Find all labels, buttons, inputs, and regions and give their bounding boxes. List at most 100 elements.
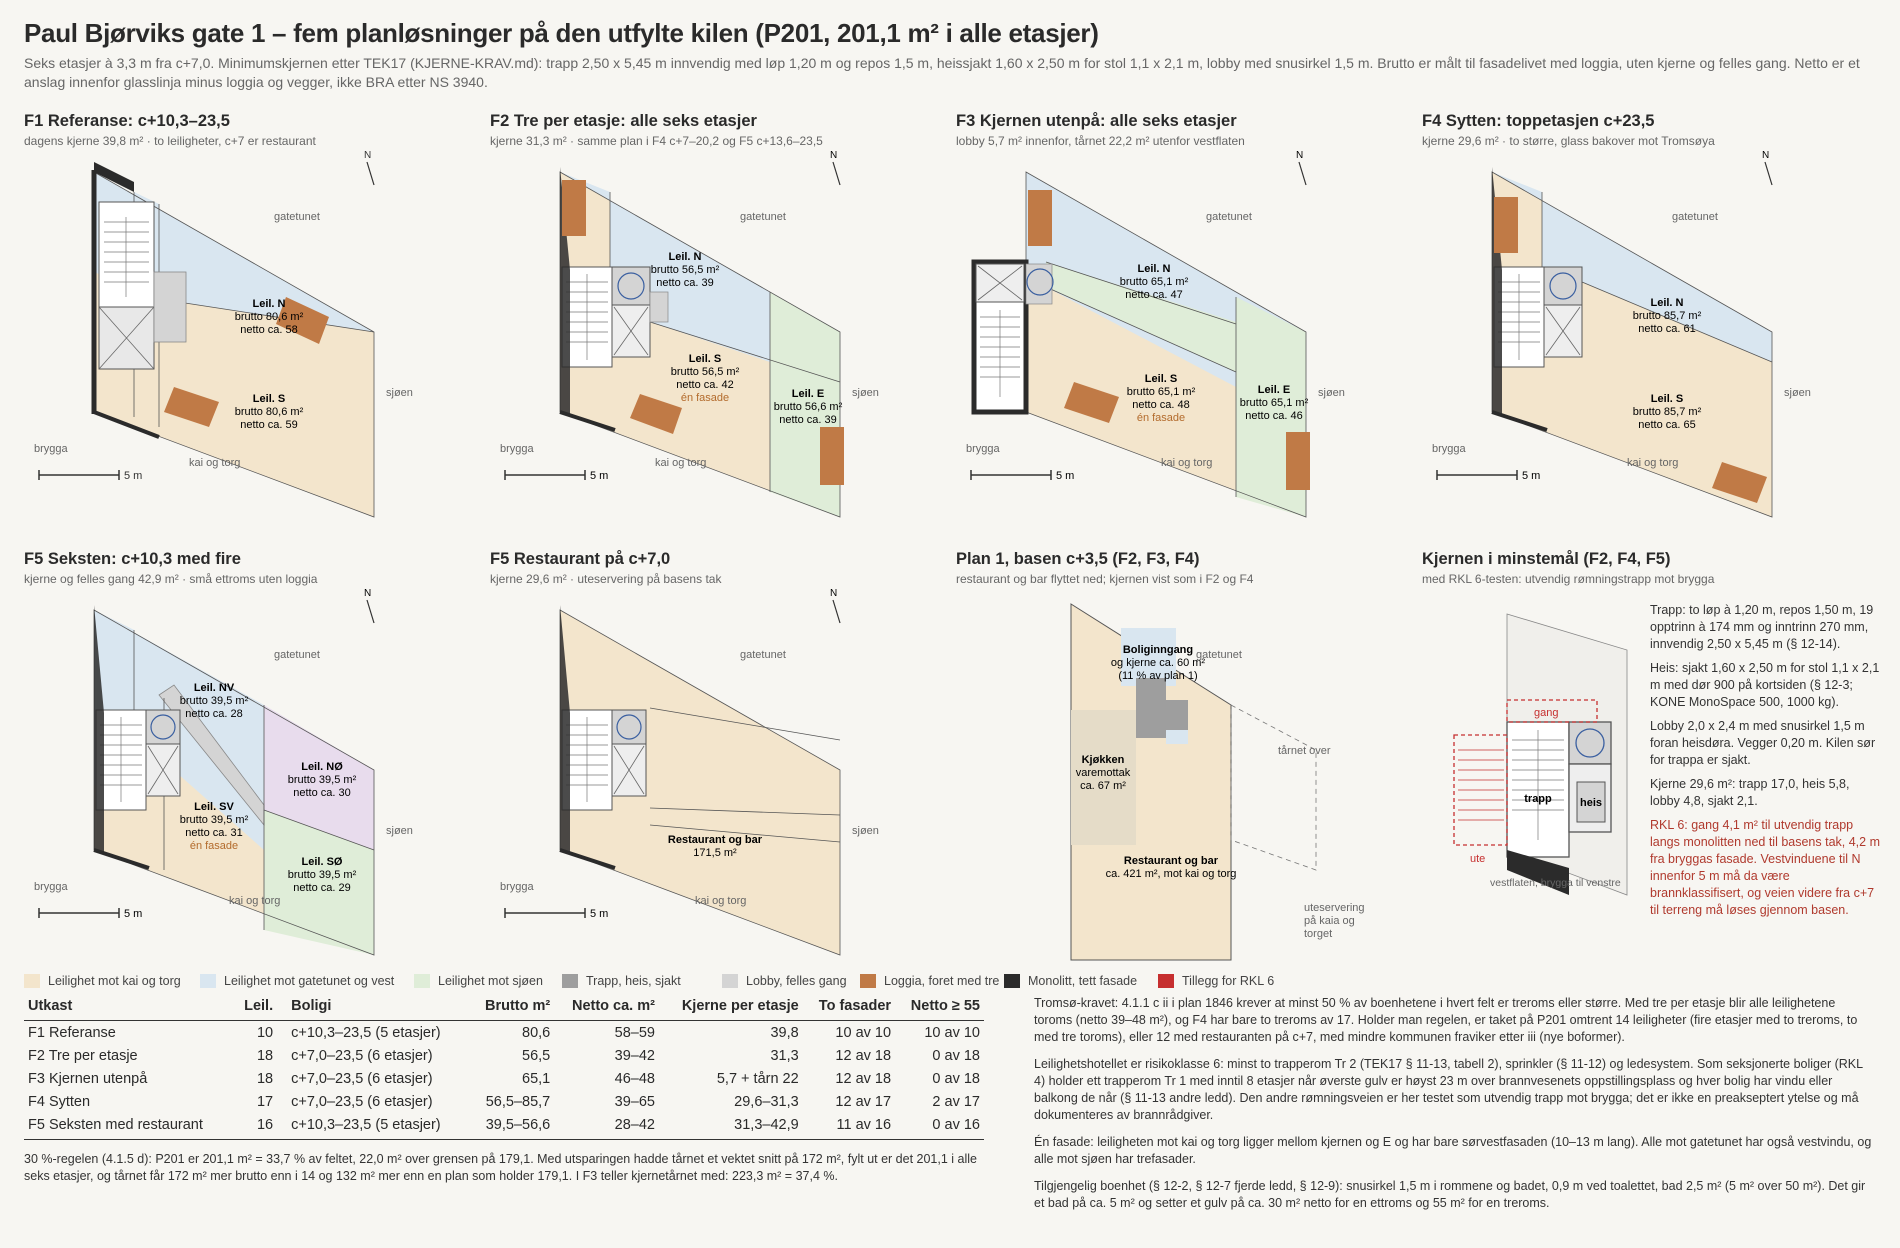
label-gatetunet: gatetunet (1196, 649, 1242, 661)
turning-circle (617, 272, 645, 300)
legend-item: Trapp, heis, sjakt (562, 972, 681, 990)
panel-f4: F4 Sytten: toppetasjen c+23,5 kjerne 29,… (1422, 112, 1888, 532)
unit-name: Leil. N (1650, 297, 1683, 309)
unit-name: Leil. N (252, 298, 285, 310)
legend-item: Leilighet mot gatetunet og vest (200, 972, 394, 990)
label-kai: kai og torg (655, 457, 706, 469)
label-kai: kai og torg (695, 895, 746, 907)
unit-note: én fasade (681, 392, 729, 404)
label-brygga: brygga (34, 443, 69, 455)
panel-subtitle: dagens kjerne 39,8 m² · to leiligheter, … (24, 134, 316, 148)
floor-plan: Restaurant og bar 171,5 m² gatetunet sjø… (500, 588, 879, 956)
legend-item: Leilighet mot kai og torg (24, 972, 181, 990)
panel-title: F4 Sytten: toppetasjen c+23,5 (1422, 112, 1655, 130)
unit-netto: netto ca. 46 (1245, 410, 1303, 422)
scale-label: 5 m (1056, 470, 1074, 482)
label-sjoen: sjøen (852, 825, 879, 837)
legend-label: Loggia, foret med tre (884, 974, 1000, 988)
table-cell: 18 (256, 1048, 274, 1064)
label-ute: ute (1470, 853, 1485, 865)
table-cell: c+7,0–23,5 (6 etasjer) (291, 1048, 433, 1064)
note-paragraph: Tilgjengelig boenhet (§ 12-2, § 12-7 fje… (1034, 1179, 1866, 1210)
core-note: Trapp: to løp à 1,20 m, repos 1,50 m, 19… (1650, 603, 1874, 651)
table-cell: 5,7 + tårn 22 (716, 1071, 799, 1087)
table-cell: F3 Kjernen utenpå (28, 1071, 148, 1087)
table-header: Netto ≥ 55 (895, 994, 984, 1021)
panel-f2: F2 Tre per etasje: alle seks etasjer kje… (490, 112, 956, 532)
scale-bar (38, 470, 120, 480)
panel-f5: F5 Seksten: c+10,3 med fire kjerne og fe… (24, 550, 490, 970)
footnote: 30 %-regelen (4.1.5 d): P201 er 201,1 m²… (24, 1152, 977, 1183)
label-bolig: Boliginngang (1123, 644, 1193, 656)
table-row: F2 Tre per etasje 18 c+7,0–23,5 (6 etasjer… (24, 1044, 984, 1067)
panel-subtitle: kjerne 31,3 m² · samme plan i F4 c+7–20,… (490, 134, 823, 148)
unit-name: Leil. NV (194, 682, 235, 694)
legend: Leilighet mot kai og torg Leilighet mot … (24, 972, 1024, 992)
table-cell: 12 av 17 (835, 1094, 892, 1110)
table-header: To fasader (802, 994, 896, 1021)
table-cell: 18 (256, 1071, 274, 1087)
label-sjoen: sjøen (386, 387, 413, 399)
table-cell: F1 Referanse (28, 1025, 116, 1041)
legend-label: Trapp, heis, sjakt (586, 974, 681, 988)
label-ute2: på kaia og (1304, 915, 1355, 927)
scale-label: 5 m (124, 908, 142, 920)
table-cell: 39–65 (614, 1094, 655, 1110)
core (1136, 678, 1166, 738)
north-arrow: N (1762, 150, 1769, 161)
label-gatetunet: gatetunet (740, 211, 786, 223)
legend-label: Lobby, felles gang (746, 974, 847, 988)
table-cell: 0 av 16 (895, 1113, 984, 1140)
label-ute1: uteservering (1304, 902, 1365, 914)
unit-netto: netto ca. 42 (676, 379, 734, 391)
panel-subtitle: med RKL 6-testen: utvendig rømningstrapp… (1422, 572, 1715, 586)
note-paragraph: Tromsø-kravet: 4.1.1 c ii i plan 1846 kr… (1034, 996, 1858, 1044)
core-notes: Trapp: to løp à 1,20 m, repos 1,50 m, 19… (1650, 602, 1880, 926)
loggia (276, 297, 329, 344)
table-header: Utkast (24, 994, 235, 1021)
legend-item: Tillegg for RKL 6 (1158, 972, 1274, 990)
table-cell: F2 Tre per etasje (28, 1048, 138, 1064)
label-kai: kai og torg (1627, 457, 1678, 469)
table-cell: c+10,3–23,5 (5 etasjer) (277, 1113, 470, 1140)
unit-brutto: brutto 39,5 m² (288, 869, 357, 881)
table-cell: 39,5–56,6 (469, 1113, 555, 1140)
north-arrow: N (1296, 150, 1303, 161)
unit-name: Leil. E (792, 388, 824, 400)
label-kjokken: Kjøkken (1082, 754, 1125, 766)
unit-brutto: brutto 80,6 m² (235, 311, 304, 323)
table-header: Kjerne per etasje (658, 994, 803, 1021)
floor-plan: Leil. N brutto 80,6 m² netto ca. 58 Leil… (34, 150, 413, 518)
unit-netto: netto ca. 39 (656, 277, 714, 289)
label-gatetunet: gatetunet (274, 211, 320, 223)
unit-name: Leil. E (1258, 384, 1290, 396)
table-cell: 65,1 (522, 1071, 551, 1087)
table-cell: 46–48 (614, 1071, 655, 1087)
unit-netto: netto ca. 59 (240, 419, 298, 431)
panel-subtitle: kjerne 29,6 m² · uteservering på basens … (490, 572, 722, 586)
north-arrow: N (364, 588, 371, 599)
table-header: Netto ca. m² (554, 994, 659, 1021)
table-cell: 80,6 (522, 1025, 551, 1041)
unit-brutto: brutto 85,7 m² (1633, 406, 1702, 418)
label-sjoen: sjøen (1318, 387, 1345, 399)
table-cell: 29,6–31,3 (734, 1094, 799, 1110)
unit-name: Leil. S (1145, 373, 1177, 385)
north-arrow-line (366, 161, 375, 186)
unit-brutto: brutto 56,5 m² (651, 264, 720, 276)
unit-brutto: brutto 80,6 m² (235, 406, 304, 418)
table-cell: 58–59 (614, 1025, 655, 1041)
unit-name: Leil. SV (194, 801, 234, 813)
note-paragraph: Én fasade: leiligheten mot kai og torg l… (1034, 1135, 1872, 1166)
table-cell: 28–42 (554, 1113, 659, 1140)
legend-item: Monolitt, tett fasade (1004, 972, 1137, 990)
panel-f3: F3 Kjernen utenpå: alle seks etasjer lob… (956, 112, 1422, 532)
label-bolig3: (11 % av plan 1) (1118, 670, 1197, 682)
table-cell: F4 Sytten (28, 1094, 91, 1110)
legend-item: Loggia, foret med tre (860, 972, 999, 990)
table-cell: c+7,0–23,5 (6 etasjer) (291, 1071, 433, 1087)
north-arrow: N (830, 588, 837, 599)
legend-item: Lobby, felles gang (722, 972, 847, 990)
table-cell: 10 av 10 (835, 1025, 892, 1041)
intro-text: Seks etasjer à 3,3 m fra c+7,0. Minimums… (24, 55, 1860, 90)
